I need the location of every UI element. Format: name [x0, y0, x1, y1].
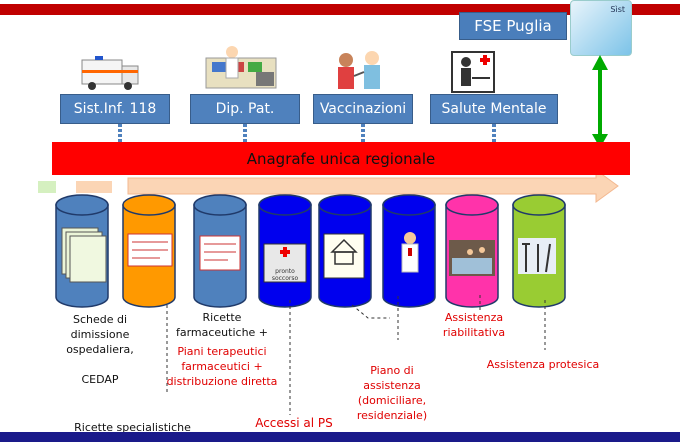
label-piano-assistenza: Piano di assistenza (domiciliare, reside… — [356, 364, 428, 422]
label-schede: Schede di dimissione ospedaliera, — [66, 313, 134, 356]
svg-text:pronto: pronto — [275, 268, 295, 275]
label-assistenza-protesica: Assistenza protesica — [486, 358, 600, 371]
logo-text: Sìst — [610, 5, 625, 14]
label-ricette-specialistiche: Ricette specialistiche — [74, 421, 191, 434]
rehab-room-icon — [449, 240, 495, 276]
prescription-icon — [199, 235, 241, 271]
source-box-118: Sist.Inf. 118 — [60, 94, 170, 124]
source-box-salute-mentale: Salute Mentale — [430, 94, 558, 124]
svg-text:soccorso: soccorso — [272, 275, 299, 282]
leader-lines — [166, 295, 546, 415]
label-cedap: CEDAP — [81, 373, 119, 386]
pharmacy-icon — [205, 46, 277, 89]
green-double-arrow — [592, 55, 608, 148]
label-accessi-ps: Accessi al PS — [255, 416, 333, 430]
label-ricette-farmaceutiche: Ricette farmaceutiche + — [175, 311, 269, 339]
label-piani-terapeutici: Piani terapeutici farmaceutici + distrib… — [166, 345, 278, 388]
first-aid-kit-icon: pronto soccorso — [263, 243, 307, 283]
label-assistenza-riabilitativa: Assistenza riabilitativa — [442, 311, 506, 339]
source-label: Sist.Inf. 118 — [73, 101, 157, 117]
prescription-icon — [127, 233, 173, 267]
source-connectors — [118, 124, 496, 152]
flow-arrow — [38, 169, 619, 203]
source-label: Salute Mentale — [441, 101, 547, 117]
source-box-dip-pat: Dip. Pat. — [190, 94, 300, 124]
documents-icon — [61, 227, 107, 283]
house-icon — [323, 233, 365, 279]
mental-health-icon — [451, 51, 495, 93]
bottom-blue-line — [0, 432, 680, 442]
source-label: Vaccinazioni — [319, 101, 407, 117]
ambulance-icon — [81, 56, 139, 90]
crutches-icon — [518, 238, 556, 274]
anagrafe-bar: Anagrafe unica regionale — [52, 142, 630, 175]
fse-puglia-box: FSE Puglia — [459, 12, 567, 40]
source-label: Dip. Pat. — [215, 101, 275, 117]
top-red-line — [0, 4, 680, 15]
source-box-vaccinazioni: Vaccinazioni — [313, 94, 413, 124]
vaccination-icon — [338, 51, 380, 89]
sist-logo: Sìst — [570, 0, 632, 56]
doctor-icon — [401, 232, 419, 273]
